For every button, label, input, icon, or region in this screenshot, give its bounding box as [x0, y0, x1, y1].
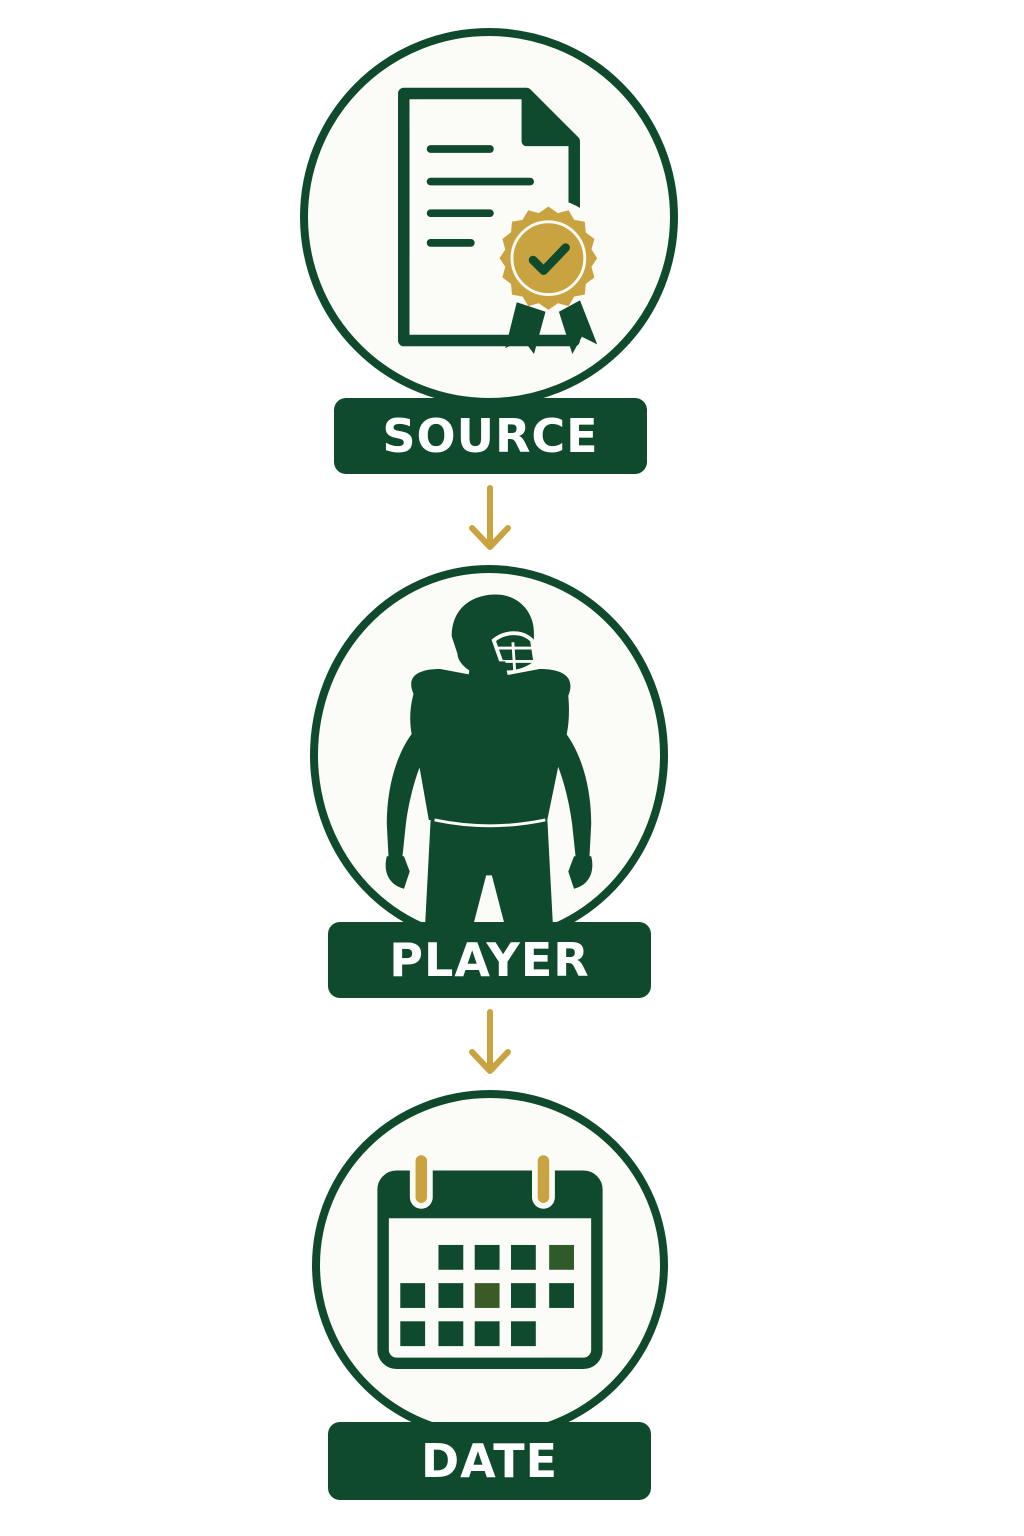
- arrow-down-icon: [469, 1009, 511, 1074]
- date-label: DATE: [328, 1422, 651, 1500]
- arrow-down-icon: [469, 485, 511, 550]
- date-circle: [312, 1090, 668, 1440]
- player-circle: [310, 565, 668, 945]
- certified-document-icon: [398, 87, 608, 354]
- source-label: SOURCE: [334, 398, 647, 474]
- calendar-icon: [377, 1155, 603, 1370]
- player-label: PLAYER: [328, 922, 651, 998]
- football-player-icon: [385, 594, 593, 927]
- source-circle: [300, 28, 678, 406]
